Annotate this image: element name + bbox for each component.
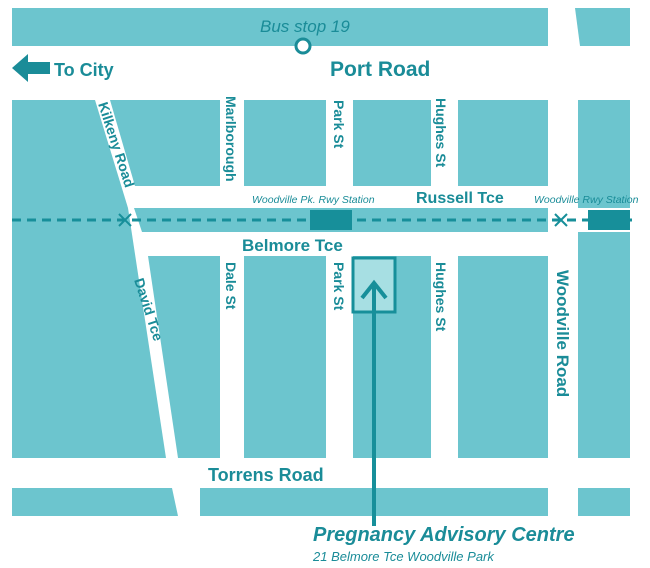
belmore-tce-label: Belmore Tce (242, 236, 343, 255)
russell-tce-label: Russell Tce (416, 190, 504, 207)
block-east-1 (578, 100, 630, 208)
woodville-road-label: Woodville Road (553, 270, 572, 397)
marlborough-label: Marlborough (223, 96, 239, 182)
block-north-west (12, 8, 548, 46)
hughes-st-north-label: Hughes St (433, 98, 449, 168)
dale-st-road-lower (220, 256, 244, 346)
to-city-label: To City (54, 60, 114, 80)
destination-address: 21 Belmore Tce Woodville Park (312, 549, 495, 564)
block-west-2 (12, 208, 166, 458)
block-kilkeny-marlborough (110, 100, 220, 186)
woodville-pk-station-label: Woodville Pk. Rwy Station (252, 194, 375, 206)
woodville-rwy-station-marker (588, 210, 630, 230)
block-david-dale (148, 256, 220, 458)
park-st-south-label: Park St (331, 262, 347, 311)
woodville-pk-station-marker (310, 210, 352, 230)
block-marlborough-park (244, 100, 326, 186)
block-north-east (575, 8, 630, 46)
port-road-label: Port Road (330, 58, 430, 81)
dale-st-label: Dale St (223, 262, 239, 310)
arrow-left-icon (12, 54, 50, 82)
hughes-st-south-label: Hughes St (433, 262, 449, 332)
block-park-hughes (353, 100, 431, 186)
torrens-road-label: Torrens Road (208, 465, 324, 485)
park-st-north-label: Park St (331, 100, 347, 149)
block-west-1 (12, 100, 128, 208)
woodville-rwy-station-label: Woodville Rwy Station (534, 194, 639, 206)
block-hughes-woodville (458, 256, 548, 458)
circle-marker-icon (294, 37, 312, 55)
x-mark-icon (118, 213, 132, 227)
block-hughes-east (458, 100, 548, 186)
block-south-west (12, 488, 178, 516)
block-south-east (578, 488, 630, 516)
bus-stop-label: Bus stop 19 (260, 17, 350, 36)
x-mark-icon (554, 213, 568, 227)
block-dale-park (244, 256, 326, 458)
arrow-up-icon (360, 279, 388, 300)
block-east-2 (578, 232, 630, 458)
destination-name: Pregnancy Advisory Centre (313, 524, 575, 546)
